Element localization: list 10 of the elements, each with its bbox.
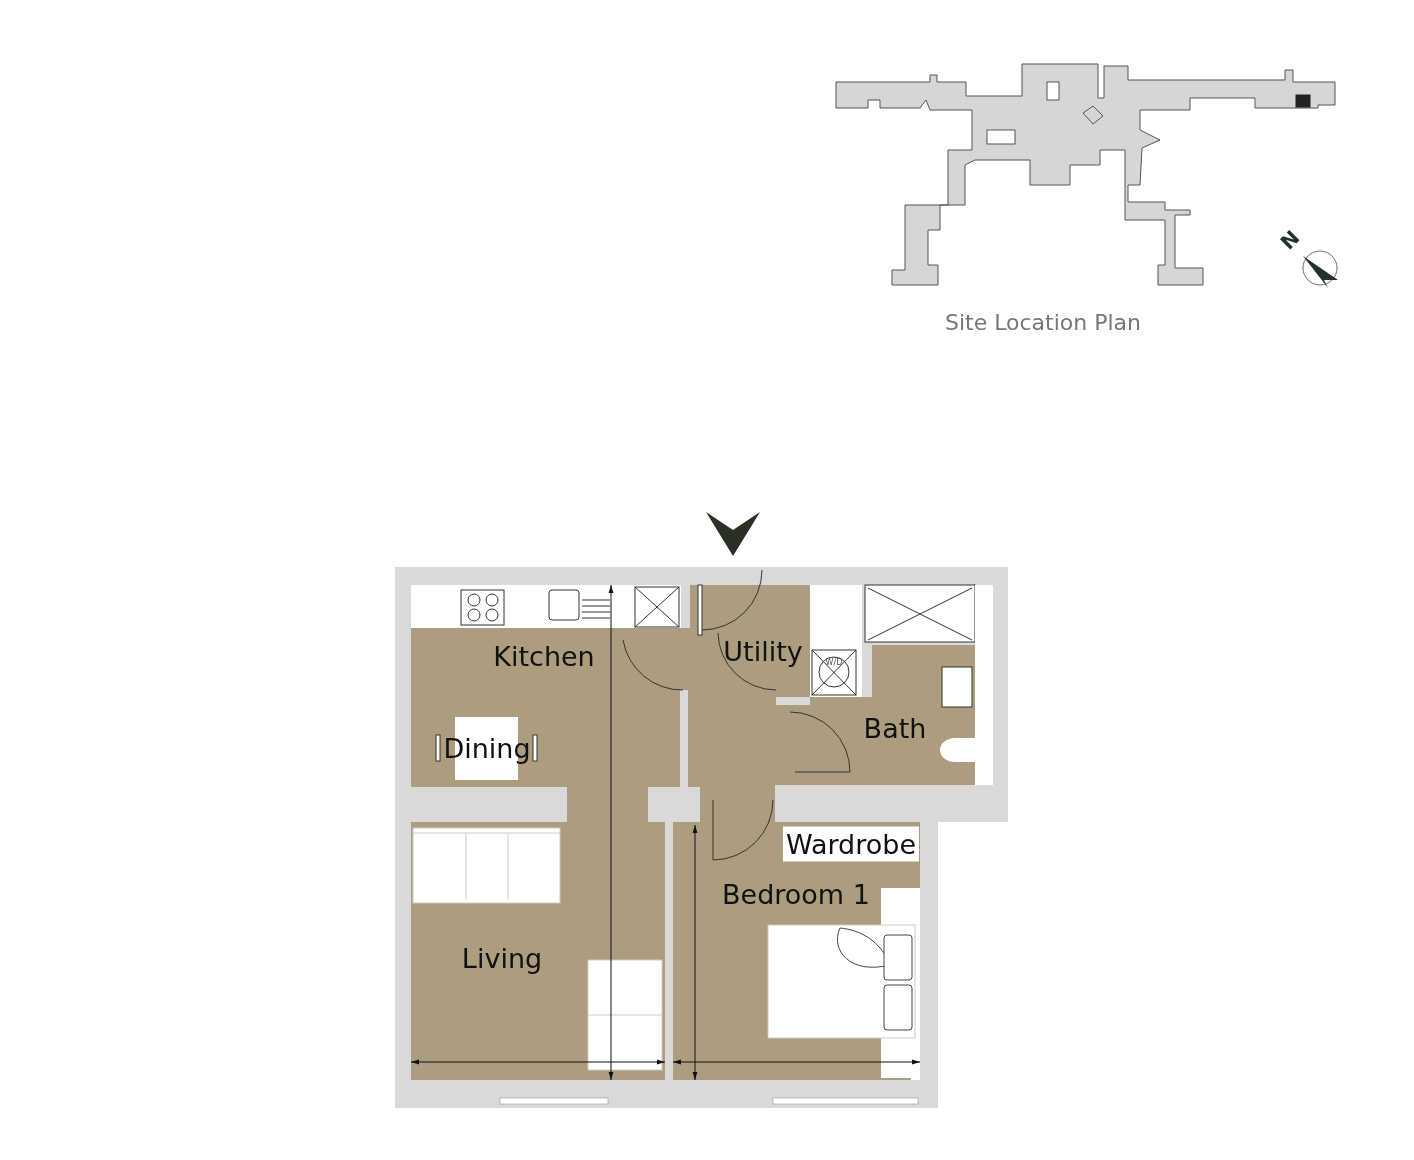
north-label: N	[1277, 227, 1303, 253]
room-label: Living	[461, 944, 543, 972]
appliance-label: W/D	[825, 659, 843, 667]
room-label: Bedroom 1	[722, 880, 870, 908]
room-label: Utility	[723, 637, 803, 665]
wardrobe-label: Wardrobe	[782, 826, 920, 862]
plan-title: Site Location Plan	[944, 312, 1142, 334]
room-label: Kitchen	[493, 642, 595, 670]
room-label: Dining	[443, 734, 531, 762]
room-label: Bath	[863, 714, 927, 742]
